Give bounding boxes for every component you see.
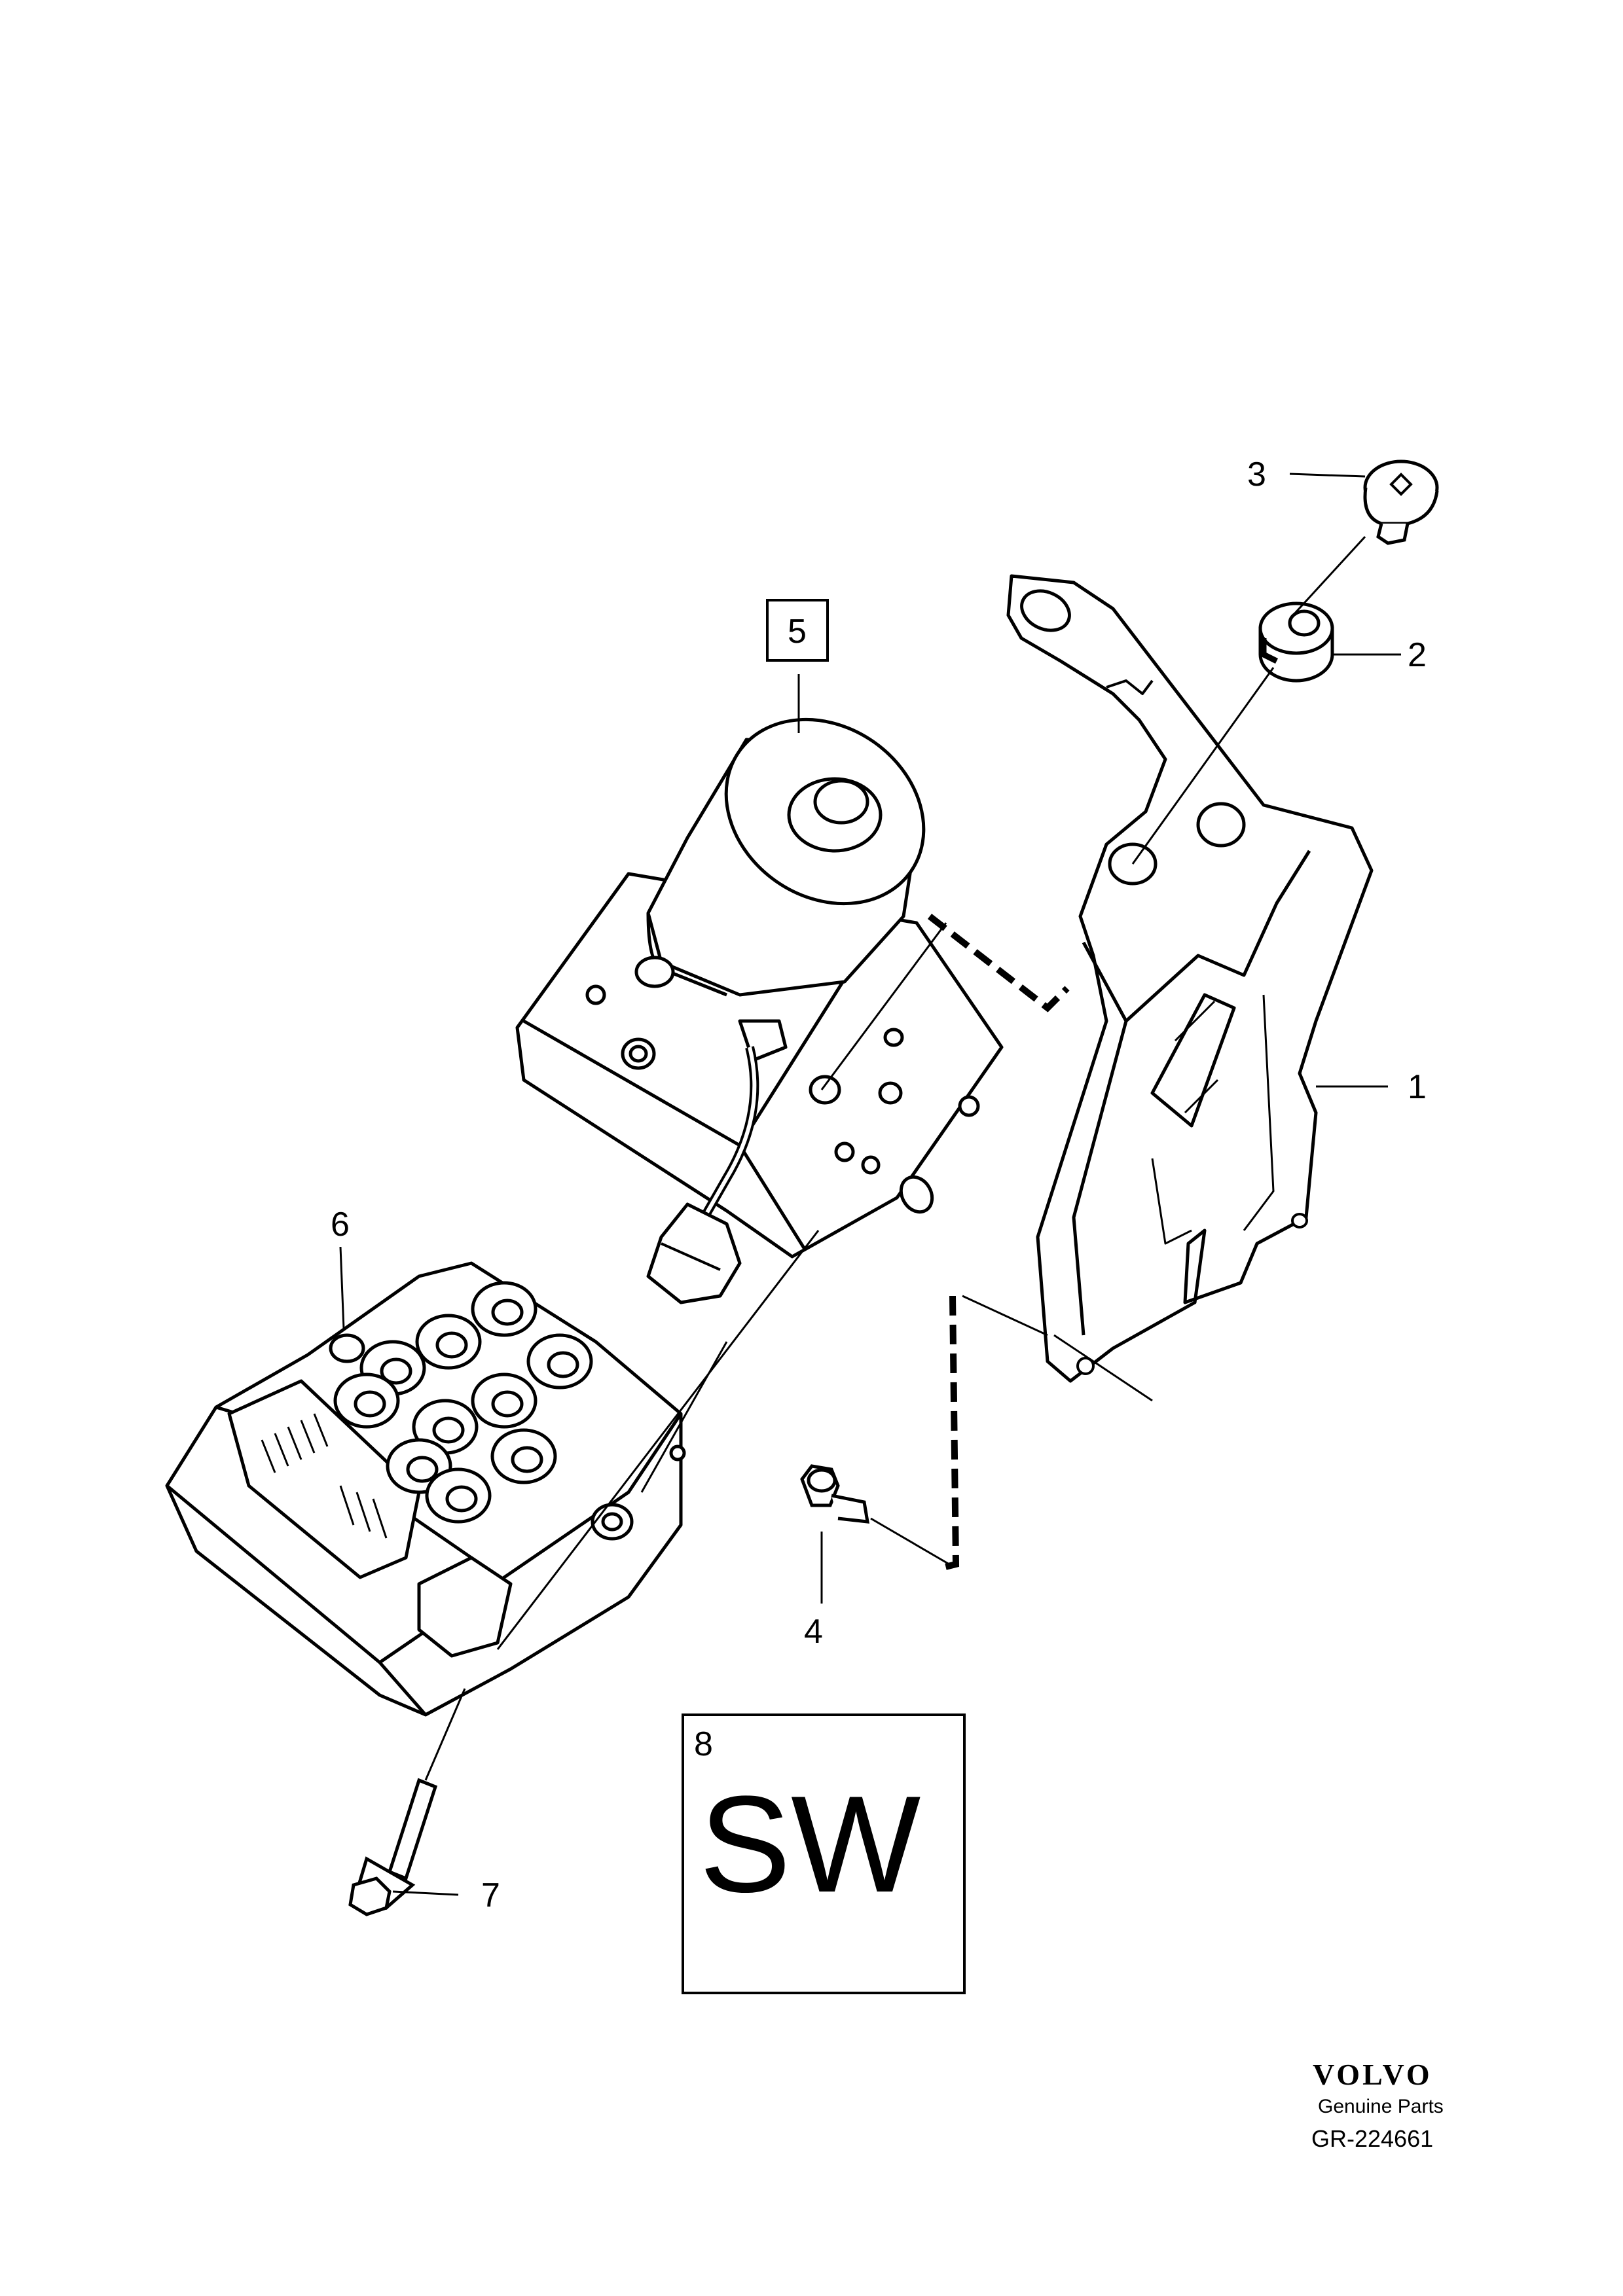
brand-subtitle: Genuine Parts bbox=[1318, 2096, 1444, 2117]
software-label: SW bbox=[699, 1767, 921, 1921]
callout-6: 6 bbox=[331, 1206, 350, 1244]
screw-part-3 bbox=[1363, 459, 1439, 545]
control-module-part-6 bbox=[165, 1261, 686, 1717]
dashed-assembly-lines bbox=[927, 914, 1070, 1571]
branding: VOLVO Genuine Parts GR-224661 bbox=[1311, 2058, 1444, 2152]
callout-4: 4 bbox=[804, 1613, 823, 1651]
callout-7: 7 bbox=[481, 1876, 500, 1914]
callout-1: 1 bbox=[1408, 1068, 1427, 1106]
grommet-part-2 bbox=[1258, 601, 1334, 683]
bolt-part-4 bbox=[800, 1464, 870, 1524]
callout-5: 5 bbox=[788, 613, 807, 651]
brand-logo-text: VOLVO bbox=[1313, 2058, 1432, 2091]
software-box: 8 SW bbox=[682, 1713, 966, 1994]
assembly-lines bbox=[424, 535, 1366, 1781]
abs-hydraulic-unit-part-5 bbox=[515, 717, 1004, 1304]
callout-5-box bbox=[766, 599, 829, 662]
callout-8: 8 bbox=[694, 1725, 713, 1763]
bracket-part-1 bbox=[1006, 574, 1374, 1383]
callout-3: 3 bbox=[1247, 456, 1266, 493]
callout-leaders bbox=[339, 473, 1401, 1896]
callout-2: 2 bbox=[1408, 636, 1427, 674]
stud-bolt-part-7 bbox=[348, 1778, 438, 1916]
illustration-code: GR-224661 bbox=[1311, 2125, 1433, 2152]
